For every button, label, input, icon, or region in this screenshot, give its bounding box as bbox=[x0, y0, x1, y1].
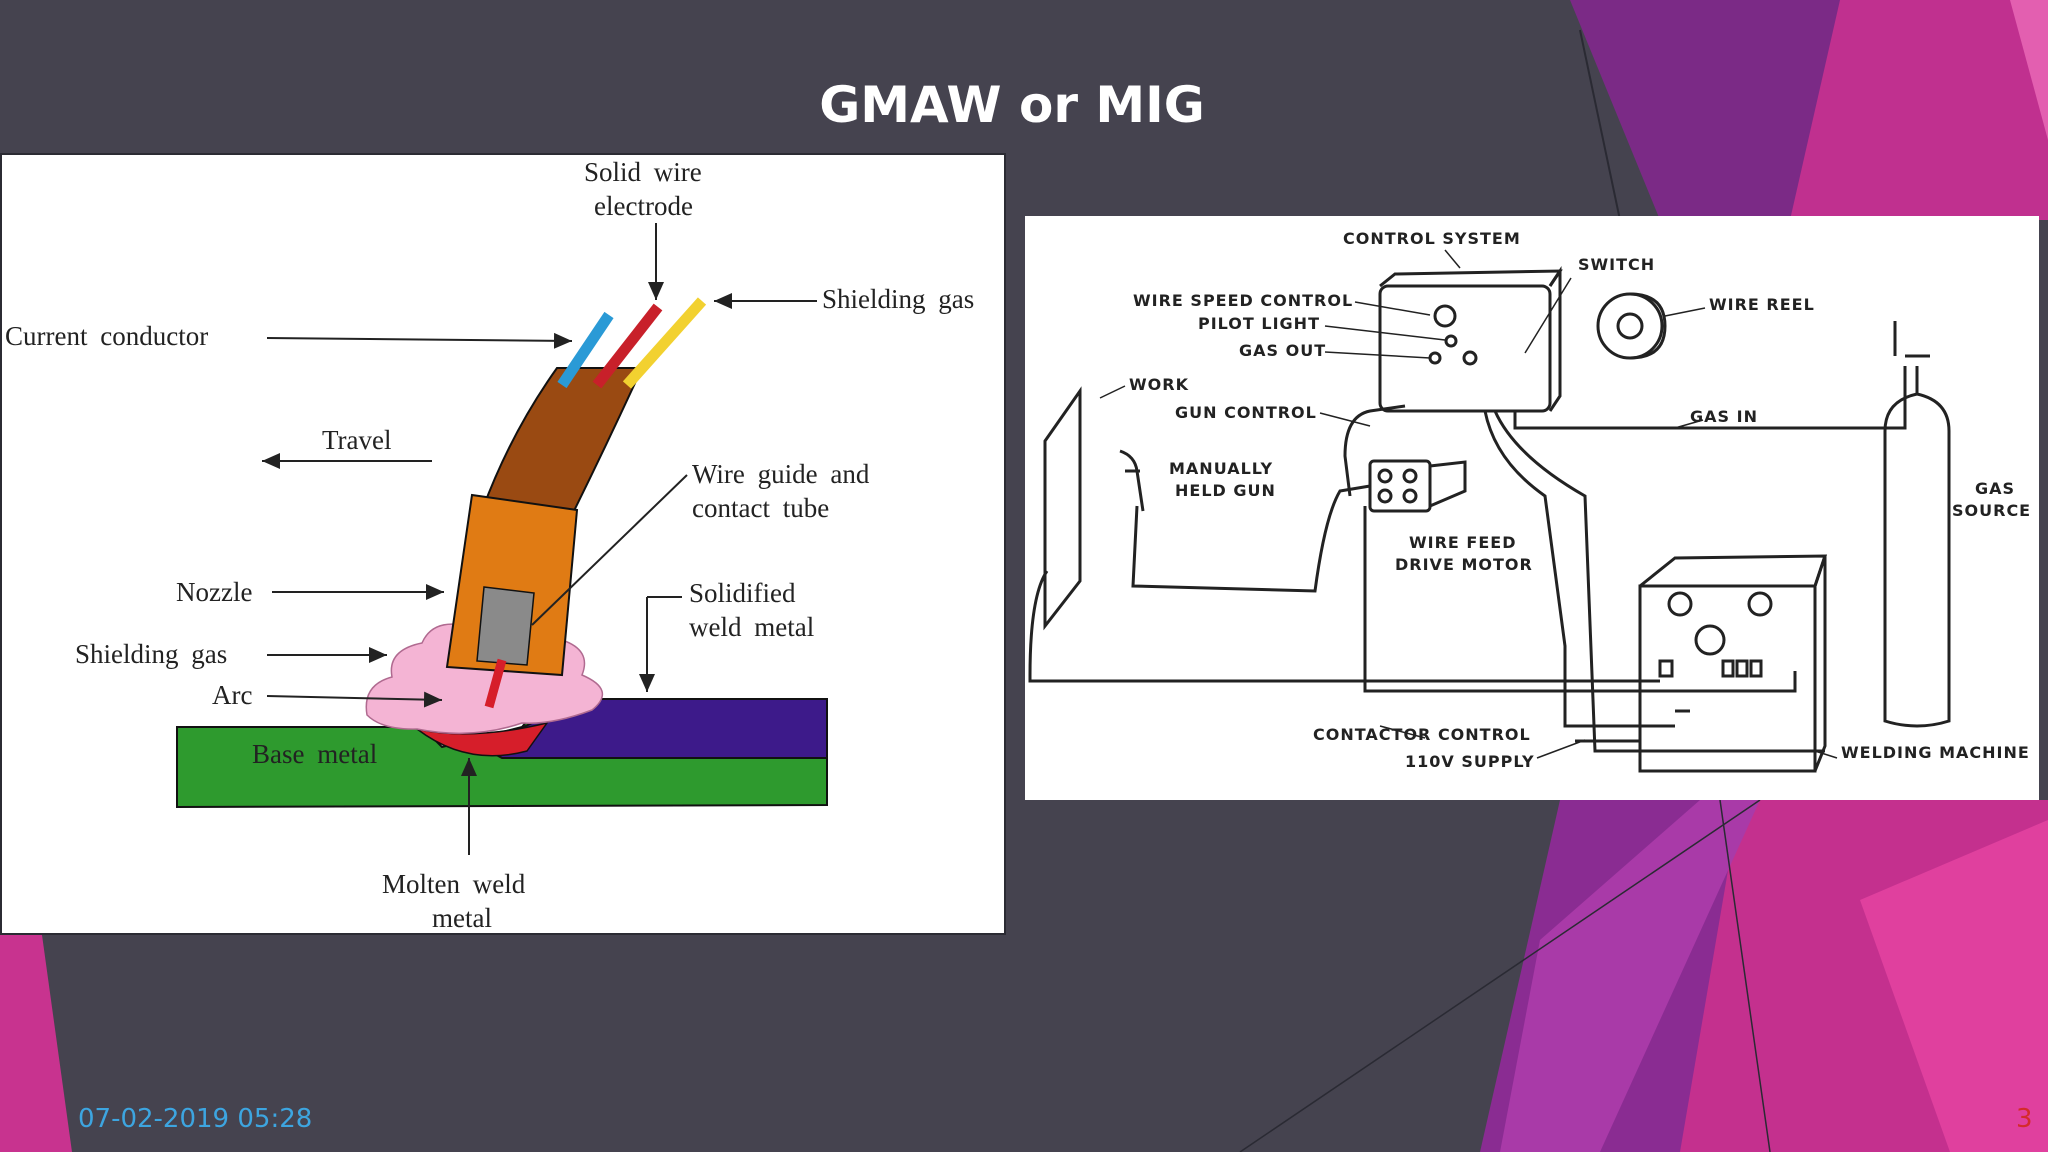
label-gas-out: GAS OUT bbox=[1239, 341, 1327, 360]
leader-arc bbox=[266, 691, 443, 708]
hose-control-2 bbox=[1493, 410, 1825, 753]
wire-feed-motor bbox=[1368, 459, 1432, 513]
label-shielding-gas-left: Shielding gas bbox=[75, 639, 228, 669]
label-110v-supply: 110V SUPPLY bbox=[1405, 752, 1535, 771]
equipment-illustration bbox=[1028, 249, 1951, 773]
work-piece bbox=[1043, 386, 1082, 631]
deco-line-2 bbox=[1239, 799, 1761, 1152]
torch-illustration bbox=[176, 223, 828, 855]
label-pilot-light: PILOT LIGHT bbox=[1198, 314, 1320, 333]
label-wire-speed-control: WIRE SPEED CONTROL bbox=[1133, 291, 1354, 310]
label-drive-motor: DRIVE MOTOR bbox=[1395, 555, 1533, 574]
label-current-conductor: Current conductor bbox=[5, 321, 209, 351]
page-number: 3 bbox=[2016, 1104, 2033, 1134]
label-control-system: CONTROL SYSTEM bbox=[1343, 229, 1521, 248]
label-wire-guide: Wire guide and bbox=[692, 459, 870, 489]
deco-line-1 bbox=[1579, 29, 1621, 221]
label-electrode: electrode bbox=[594, 191, 693, 221]
label-switch: SWITCH bbox=[1578, 255, 1656, 274]
label-molten-weld: Molten weld bbox=[382, 869, 526, 899]
label-solid-wire: Solid wire bbox=[584, 157, 702, 187]
cable-red bbox=[592, 303, 663, 389]
switch-knob bbox=[1462, 350, 1478, 366]
supply-line bbox=[1575, 709, 1690, 743]
gas-regulator bbox=[1893, 321, 1930, 394]
wire-electrode bbox=[484, 658, 507, 709]
label-welding-machine: WELDING MACHINE bbox=[1841, 743, 2030, 762]
label-contact-tube: contact tube bbox=[692, 493, 830, 523]
slide-date: 07-02-2019 05:28 bbox=[78, 1104, 313, 1134]
label-solidified: Solidified bbox=[689, 578, 796, 608]
purple-band-top bbox=[1570, 0, 1850, 220]
label-wire-feed: WIRE FEED bbox=[1409, 533, 1517, 552]
label-held-gun: HELD GUN bbox=[1175, 481, 1276, 500]
label-arc: Arc bbox=[212, 680, 253, 710]
cable-blue bbox=[557, 311, 614, 389]
cable-work bbox=[1028, 570, 1660, 683]
cable-gun bbox=[1131, 484, 1371, 593]
wire-reel bbox=[1596, 292, 1664, 360]
welding-machine bbox=[1638, 584, 1817, 773]
mig-torch-diagram: Solid wire electrode Shielding gas Curre… bbox=[0, 153, 1006, 935]
pink-sliver-top bbox=[2010, 0, 2048, 140]
pilot-light bbox=[1444, 334, 1458, 348]
label-manually: MANUALLY bbox=[1169, 459, 1274, 478]
pink-wedge-bottom bbox=[1860, 820, 2048, 1152]
control-system-box bbox=[1378, 284, 1552, 413]
hose-gas-in bbox=[1513, 366, 1907, 430]
label-travel: Travel bbox=[322, 425, 392, 455]
label-gas-in: GAS IN bbox=[1690, 407, 1758, 426]
slide-title: GMAW or MIG bbox=[819, 76, 1205, 134]
leader-current-conductor bbox=[266, 332, 573, 349]
hose-control-to-feeder bbox=[1483, 410, 1675, 728]
label-wire-reel: WIRE REEL bbox=[1709, 295, 1815, 314]
deco-line-3 bbox=[1719, 799, 1771, 1152]
label-gas: GAS bbox=[1975, 479, 2016, 498]
pink-band-left bbox=[0, 935, 72, 1152]
manual-gun bbox=[1119, 449, 1145, 512]
label-work: WORK bbox=[1129, 375, 1189, 394]
violet-wedge-bottom bbox=[1500, 800, 1760, 1152]
cable-contactor bbox=[1363, 506, 1797, 693]
label-source: SOURCE bbox=[1952, 501, 2032, 520]
label-nozzle: Nozzle bbox=[176, 577, 253, 607]
cable-gun-control bbox=[1343, 404, 1406, 497]
leader-wire-guide bbox=[531, 474, 688, 626]
label-contactor-control: CONTACTOR CONTROL bbox=[1313, 725, 1531, 744]
contact-tube bbox=[476, 586, 535, 666]
cable-yellow bbox=[622, 297, 707, 389]
mig-equipment-diagram: CONTROL SYSTEM SWITCH WIRE SPEED CONTROL… bbox=[1025, 216, 2039, 800]
label-shielding-gas-top: Shielding gas bbox=[822, 284, 975, 314]
label-gun-control: GUN CONTROL bbox=[1175, 403, 1317, 422]
gas-cylinder bbox=[1883, 392, 1951, 728]
label-base-metal: Base metal bbox=[252, 739, 378, 769]
label-weld-metal: weld metal bbox=[689, 612, 815, 642]
wire-speed-knob bbox=[1433, 304, 1457, 328]
magenta-band-top bbox=[1790, 0, 2048, 220]
label-molten-metal: metal bbox=[432, 903, 492, 933]
